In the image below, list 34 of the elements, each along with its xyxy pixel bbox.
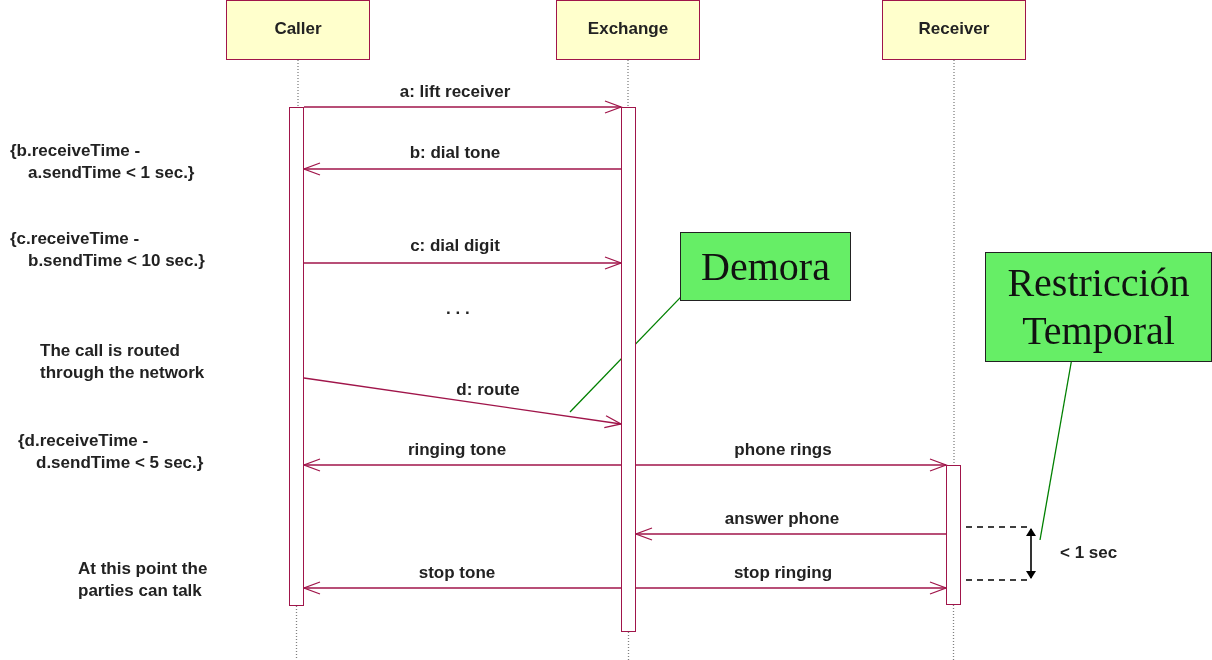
activation-bar (946, 465, 961, 605)
note-text: . . . (446, 298, 471, 320)
edge-label: stop tone (418, 563, 496, 583)
edge-label: phone rings (734, 440, 832, 460)
activation-bar (289, 107, 304, 606)
activation-bar (621, 107, 636, 632)
constraint-text: {b.receiveTime - a.sendTime < 1 sec.} (10, 140, 196, 184)
message-arrow (303, 377, 622, 429)
message-arrow (635, 458, 947, 472)
edge-label: c: dial digit (410, 236, 500, 256)
edge-label: answer phone (724, 509, 840, 529)
note-box: Demora (680, 232, 851, 301)
lifeline-header: Receiver (882, 0, 1026, 60)
message-arrow (303, 458, 622, 472)
edge-label: ringing tone (407, 440, 507, 460)
note-box: Restricción Temporal (985, 252, 1212, 362)
message-arrow (635, 527, 947, 541)
edge-label: stop ringing (733, 563, 833, 583)
lifeline-header: Exchange (556, 0, 700, 60)
edge-label: b: dial tone (409, 143, 501, 163)
constraint-text: {d.receiveTime -d.sendTime < 5 sec.} (18, 430, 205, 474)
message-arrow (303, 256, 622, 270)
note-text: < 1 sec (1060, 542, 1119, 564)
message-arrow (303, 162, 622, 176)
message-arrow (635, 581, 947, 595)
note-text: At this point the parties can talk (78, 558, 209, 602)
edge-label: d: route (456, 380, 520, 400)
lifeline-header: Caller (226, 0, 370, 60)
note-text: The call is routed through the network (40, 340, 206, 384)
edge-label: a: lift receiver (399, 82, 511, 102)
constraint-text: {c.receiveTime -b.sendTime < 10 sec.} (10, 228, 206, 272)
message-arrow (303, 581, 622, 595)
leader-line (1039, 361, 1072, 541)
message-arrow (303, 100, 622, 114)
